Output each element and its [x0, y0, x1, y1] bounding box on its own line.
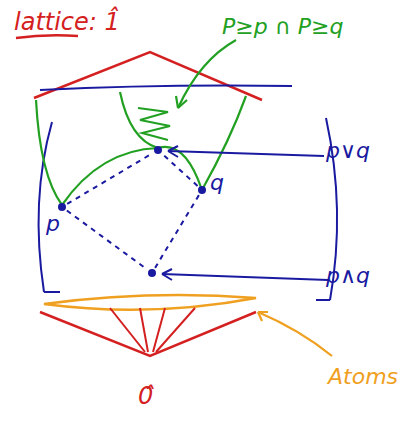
lattice-element: p: [58, 203, 66, 211]
cover-relation: [155, 195, 199, 268]
annotation: P≥p ∩ P≥q: [222, 16, 343, 38]
element-label: p∨q: [326, 140, 370, 162]
cover-relation: [162, 154, 197, 186]
annotation: lattice: 1̂: [14, 10, 120, 34]
annotation: 0̂: [138, 384, 153, 408]
lattice-element: p∧q: [148, 269, 156, 277]
cover-relation: [67, 153, 153, 204]
element-label: p: [46, 213, 60, 235]
lattice-element: p∨q: [154, 146, 162, 154]
annotation: Atoms: [328, 366, 398, 388]
cover-relation: [67, 211, 147, 270]
lattice-element: q: [198, 186, 206, 194]
element-label: q: [210, 172, 224, 194]
element-label: p∧q: [326, 265, 370, 287]
